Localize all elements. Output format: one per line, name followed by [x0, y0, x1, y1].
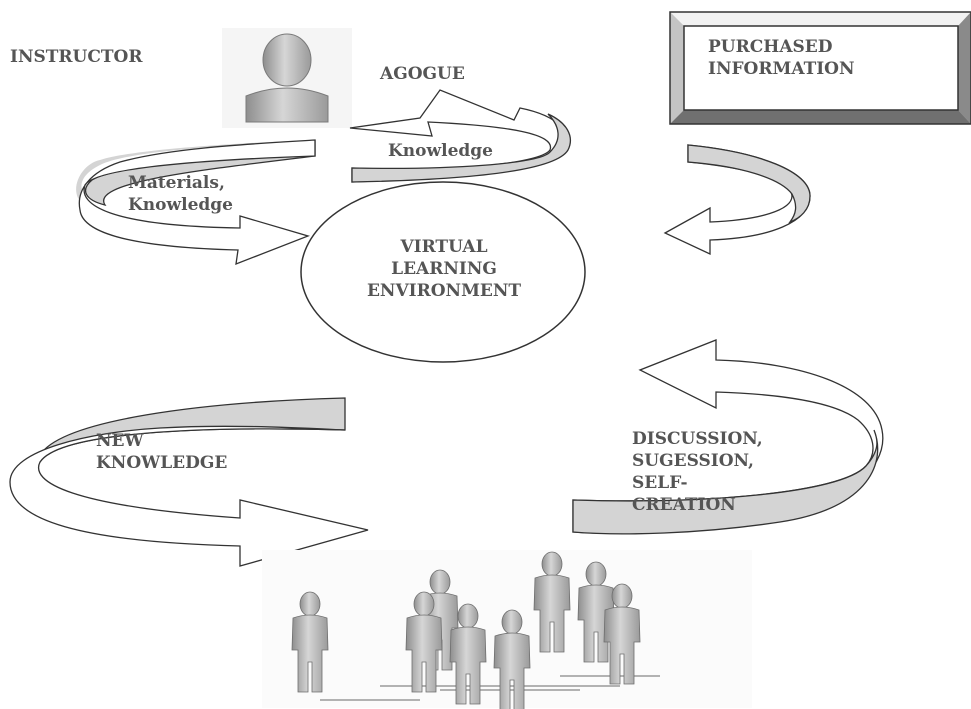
- new-knowledge-label: NEW KNOWLEDGE: [96, 431, 228, 473]
- discussion-arrow: [572, 339, 884, 535]
- instructor-person-icon: [222, 28, 352, 128]
- learners-group-icon: [262, 550, 752, 709]
- new-knowledge-arrow: [9, 397, 369, 567]
- purchased-information-frame: [669, 11, 971, 125]
- vle-label: VIRTUAL LEARNING ENVIRONMENT: [366, 237, 522, 301]
- instructor-label: INSTRUCTOR: [10, 47, 143, 67]
- purchased-information-arrow: [663, 144, 811, 256]
- agogue-label: AGOGUE: [380, 64, 465, 84]
- vle-circle: [300, 181, 586, 363]
- materials-knowledge-label: Materials, Knowledge: [128, 173, 233, 215]
- materials-knowledge-arrow: [76, 139, 316, 266]
- purchased-information-label: PURCHASED INFORMATION: [708, 37, 855, 79]
- discussion-label: DISCUSSION, SUGESSION, SELF- CREATION: [632, 429, 763, 515]
- knowledge-label: Knowledge: [388, 141, 493, 161]
- knowledge-arrow: [349, 89, 572, 183]
